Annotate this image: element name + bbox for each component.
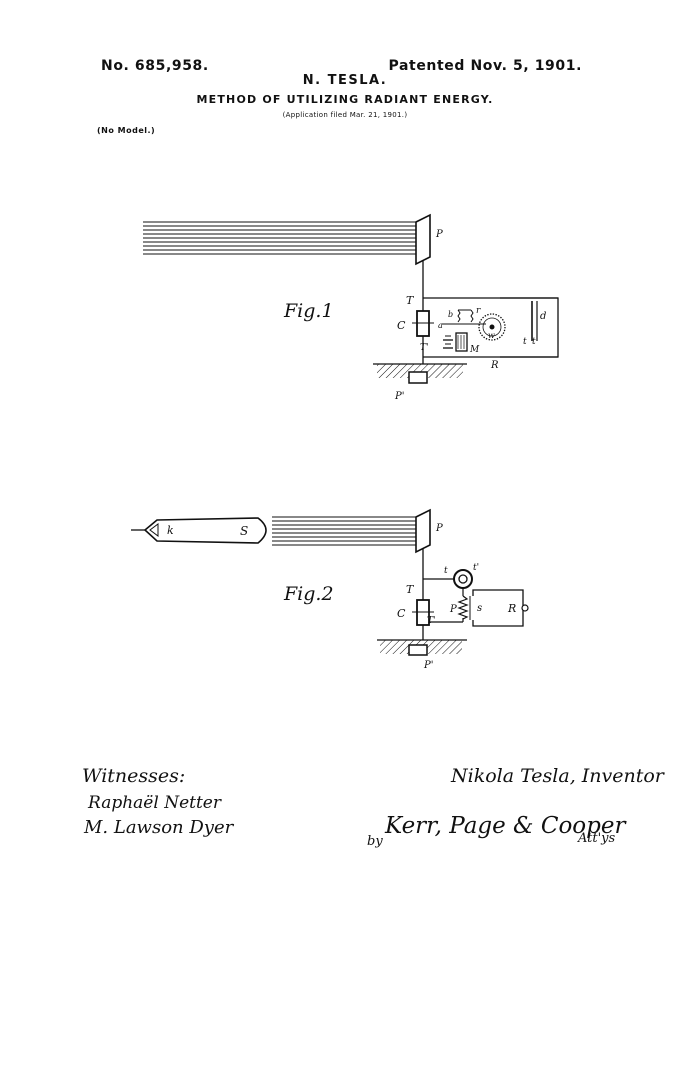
attys-label: Att'ys bbox=[577, 831, 616, 846]
witness-1-signature: Raphaël Netter bbox=[87, 793, 222, 813]
by-label: by bbox=[367, 834, 383, 849]
witness-2-signature: M. Lawson Dyer bbox=[83, 817, 235, 838]
witnesses-label: Witnesses: bbox=[82, 765, 185, 787]
figure-1: P T C T' d t t' bbox=[143, 213, 559, 402]
figure-2: k S P T t t' bbox=[131, 508, 529, 671]
label-terminal-upper: T bbox=[406, 294, 415, 307]
label-relay-b: b bbox=[448, 310, 453, 319]
label-terminal-upper-fig2: T bbox=[406, 583, 415, 596]
inventor-signature: Nikola Tesla, Inventor bbox=[450, 765, 666, 787]
attorneys-signature: Kerr, Page & Cooper bbox=[384, 813, 627, 839]
label-relay-r: r bbox=[476, 306, 481, 316]
fig2-caption: Fig.2 bbox=[283, 583, 334, 605]
patent-number: No. 685,958. bbox=[101, 58, 209, 74]
label-relay-w: w bbox=[488, 331, 495, 340]
inventor-name: N. TESLA. bbox=[302, 73, 388, 88]
label-plate-ground: P' bbox=[394, 391, 404, 402]
patent-title: METHOD OF UTILIZING RADIANT ENERGY. bbox=[196, 93, 494, 106]
label-secondary: s bbox=[477, 603, 482, 614]
label-condenser: C bbox=[397, 319, 406, 332]
upper-plate-fig2 bbox=[415, 508, 431, 554]
label-receiver: R bbox=[507, 602, 516, 615]
upper-plate-fig1 bbox=[415, 213, 431, 266]
model-note: (No Model.) bbox=[97, 126, 156, 135]
primary-coil bbox=[457, 595, 469, 620]
signature-block: Witnesses: Raphaël Netter M. Lawson Dyer… bbox=[82, 765, 666, 849]
label-plate-top-fig2: P bbox=[435, 523, 443, 534]
radiant-rays-fig2 bbox=[272, 516, 416, 546]
radiant-rays-fig1 bbox=[143, 221, 416, 255]
label-magnet-m: M bbox=[469, 345, 480, 355]
fig1-caption: Fig.1 bbox=[283, 300, 334, 322]
label-primary: P bbox=[449, 604, 457, 615]
label-contact-t-fig2: t bbox=[444, 566, 448, 576]
label-terminal-lower: T' bbox=[420, 343, 428, 353]
label-tube: S bbox=[240, 524, 248, 538]
crookes-tube bbox=[131, 517, 267, 544]
label-condenser-fig2: C bbox=[397, 607, 406, 620]
label-plate-ground-fig2: P' bbox=[423, 660, 433, 671]
ground-fig2 bbox=[377, 639, 467, 656]
label-relay-a: a bbox=[438, 321, 443, 330]
label-device-d: d bbox=[540, 311, 546, 322]
label-cathode: k bbox=[167, 524, 174, 537]
relay-mechanism-fig1 bbox=[442, 309, 506, 352]
ground-fig1 bbox=[373, 363, 467, 384]
label-contact-t-prime-fig2: t' bbox=[473, 563, 479, 573]
label-terminal-lower-fig2: T' bbox=[427, 616, 435, 626]
label-contact-t: t bbox=[523, 337, 527, 347]
label-contact-t-prime: t' bbox=[532, 337, 538, 347]
label-plate-top: P bbox=[435, 229, 443, 240]
application-filed: (Application filed Mar. 21, 1901.) bbox=[282, 111, 408, 119]
label-relay-r-main: R bbox=[490, 360, 499, 371]
patent-date: Patented Nov. 5, 1901. bbox=[388, 58, 582, 74]
